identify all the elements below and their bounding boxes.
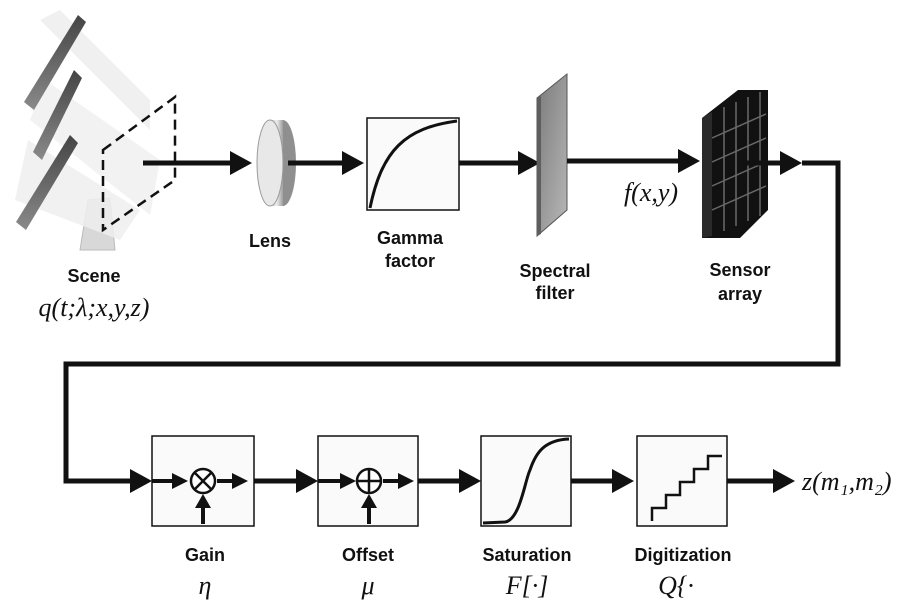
lens-icon [256,119,296,207]
multiply-icon [189,467,217,495]
sensor-array-label-line1: Sensor [709,260,770,280]
saturation-curve [482,437,570,525]
gain-symbol: η [199,571,212,600]
arrow-gain-to-offset [254,469,318,493]
spectral-filter-label-line1: Spectral [519,261,590,281]
return-connector [63,151,841,493]
offset-label: Offset [342,545,394,565]
scene-label: Scene [67,266,120,286]
arrow-scene-to-lens [143,151,252,175]
saturation-symbol: F[·] [505,571,549,600]
saturation-label: Saturation [482,545,571,565]
gamma-box [366,117,460,211]
offset-symbol: μ [360,571,374,600]
spectral-filter-label-line2: filter [535,283,574,303]
filter-output-symbol: f(x,y) [624,178,678,207]
digitization-staircase [650,454,722,521]
gain-internal-wires [152,473,248,524]
sensor-array-label-line2: array [718,284,762,304]
gamma-curve [368,119,458,209]
arrow-digitization-to-output [727,469,795,493]
offset-internal-wires [318,473,414,524]
lens-label: Lens [249,231,291,251]
arrow-lens-to-gamma [288,151,364,175]
scene-symbol: q(t;λ;x,y,z) [39,293,150,322]
sensor-array-icon [702,90,768,238]
arrow-saturation-to-digitization [571,469,634,493]
output-symbol: z(m₁,m₂) [801,467,892,496]
add-icon [355,467,383,495]
arrow-gamma-to-filter [459,151,540,175]
gamma-label-line1: Gamma [377,228,444,248]
arrow-offset-to-saturation [418,469,481,493]
scene-tree-icon [15,10,160,251]
arrow-filter-to-sensor [567,149,700,173]
gamma-label-line2: factor [385,251,435,271]
gain-label: Gain [185,545,225,565]
spectral-filter-icon [536,72,568,238]
digitization-symbol: Q{· [658,571,694,600]
digitization-label: Digitization [635,545,732,565]
